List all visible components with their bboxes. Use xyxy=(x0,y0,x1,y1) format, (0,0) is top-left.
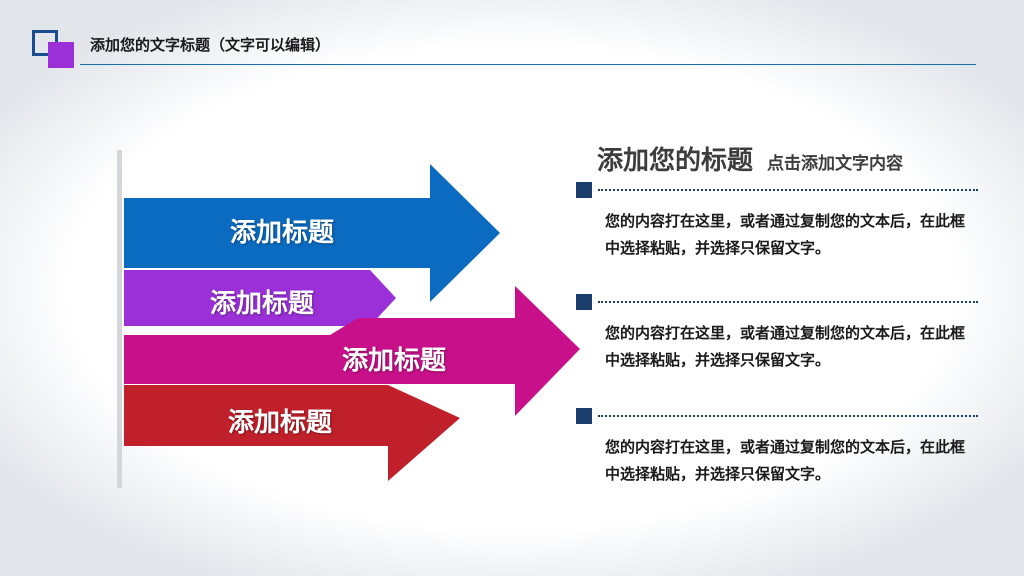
dotted-divider xyxy=(598,301,978,303)
content-text[interactable]: 您的内容打在这里，或者通过复制您的文本后，在此框中选择粘贴，并选择只保留文字。 xyxy=(605,438,966,483)
arrow-label-1[interactable]: 添加标题 xyxy=(230,218,335,248)
slide-title[interactable]: 添加您的文字标题（文字可以编辑） xyxy=(90,36,331,54)
square-marker-icon xyxy=(576,408,592,424)
arrow-magenta[interactable] xyxy=(124,286,580,416)
logo-filled-square xyxy=(48,42,74,68)
arrow-purple[interactable] xyxy=(124,270,396,326)
arrow-red[interactable] xyxy=(124,385,460,481)
content-text[interactable]: 您的内容打在这里，或者通过复制您的文本后，在此框中选择粘贴，并选择只保留文字。 xyxy=(605,324,966,369)
section-subtitle[interactable]: 点击添加文字内容 xyxy=(767,154,904,174)
dotted-divider xyxy=(598,415,978,417)
section-heading: 添加您的标题点击添加文字内容 xyxy=(597,140,903,177)
content-text[interactable]: 您的内容打在这里，或者通过复制您的文本后，在此框中选择粘贴，并选择只保留文字。 xyxy=(605,212,966,257)
section-title[interactable]: 添加您的标题 xyxy=(597,146,754,176)
arrow-label-3[interactable]: 添加标题 xyxy=(342,346,447,376)
arrow-label-2[interactable]: 添加标题 xyxy=(210,289,315,319)
arrow-blue[interactable] xyxy=(124,164,500,302)
dotted-divider xyxy=(598,189,978,191)
arrow-label-4[interactable]: 添加标题 xyxy=(228,408,333,438)
square-marker-icon xyxy=(576,294,592,310)
left-vertical-bar xyxy=(117,150,122,488)
header-divider xyxy=(80,64,976,65)
header-logo xyxy=(30,28,76,70)
square-marker-icon xyxy=(576,182,592,198)
